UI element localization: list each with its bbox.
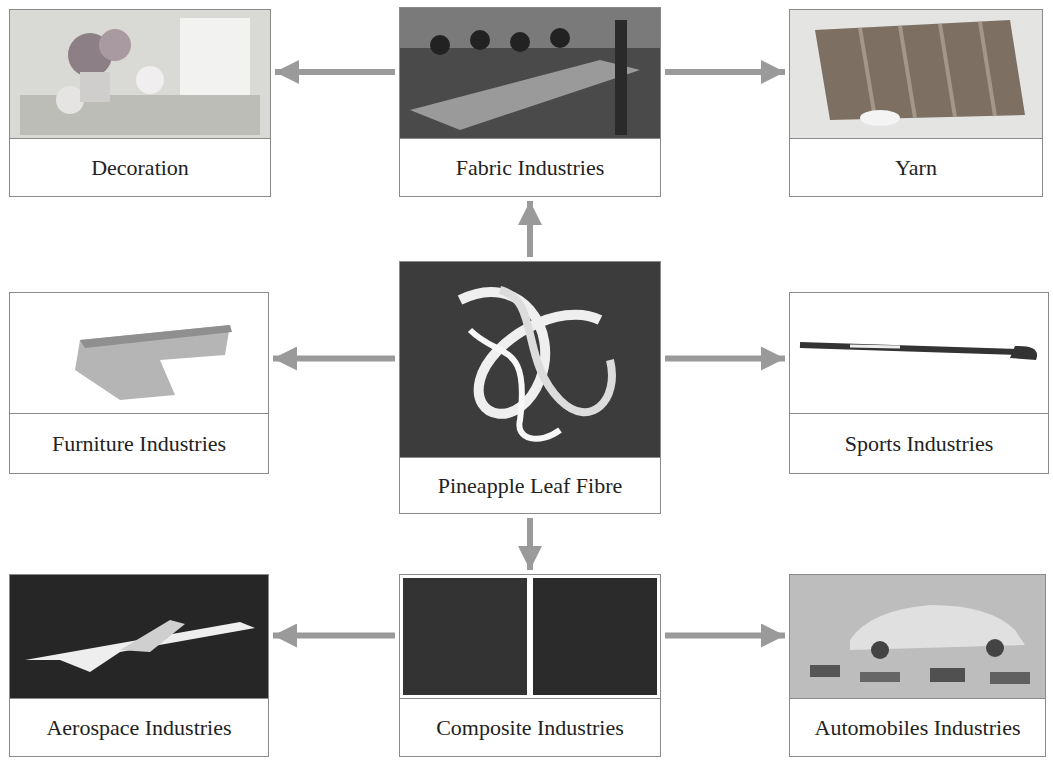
fibre — [500, 290, 612, 412]
fibre — [470, 330, 560, 439]
label-box: Composite Industries — [400, 698, 660, 756]
node-label: Aerospace Industries — [46, 715, 231, 740]
label-box: Yarn — [790, 138, 1042, 196]
composite-panel — [403, 578, 527, 695]
cloth — [815, 20, 1025, 120]
photo-ground — [10, 10, 270, 138]
car-part — [810, 665, 840, 677]
photo-ground — [790, 293, 1048, 413]
vase — [80, 72, 110, 102]
furniture-photo — [10, 293, 268, 413]
photo-ground — [400, 575, 660, 698]
node-label: Sports Industries — [845, 431, 994, 456]
worker — [430, 35, 450, 55]
stripe — [980, 22, 995, 116]
flower-basket — [56, 86, 84, 114]
wheel — [871, 641, 889, 659]
industry-box: Yarn — [789, 9, 1043, 197]
photo-ground — [400, 262, 660, 457]
arrow-connector — [665, 69, 785, 75]
post — [615, 20, 627, 135]
fibre-photo — [400, 262, 660, 457]
composite-panel — [533, 578, 657, 695]
label-box: Pineapple Leaf Fibre — [400, 457, 660, 513]
node-label: Yarn — [895, 155, 937, 180]
node-label: Automobiles Industries — [815, 715, 1021, 740]
photo-frame — [400, 575, 660, 698]
composite-photo — [400, 575, 660, 698]
arrow-connector — [665, 356, 785, 362]
photo-frame — [10, 575, 268, 698]
photo-ground — [10, 575, 268, 698]
loom — [410, 60, 640, 130]
node-label: Decoration — [91, 155, 189, 180]
label-box: Fabric Industries — [400, 138, 660, 196]
industry-box: Pineapple Leaf Fibre — [399, 261, 661, 514]
chair-edge — [80, 325, 232, 348]
sports-photo — [790, 293, 1048, 413]
fabric-photo — [400, 8, 660, 138]
label-box: Sports Industries — [790, 413, 1048, 473]
worker — [470, 30, 490, 50]
stick-band — [850, 346, 900, 347]
worker — [510, 32, 530, 52]
photo-frame — [790, 10, 1042, 138]
label-box: Automobiles Industries — [790, 698, 1045, 756]
table — [20, 95, 260, 135]
label-box: Aerospace Industries — [10, 698, 268, 756]
node-label: Composite Industries — [436, 715, 624, 740]
car-part — [930, 668, 965, 682]
node-label: Pineapple Leaf Fibre — [438, 473, 623, 498]
label-box: Decoration — [10, 138, 270, 196]
jet-wing — [120, 620, 185, 652]
fibre — [460, 292, 600, 414]
arrow-connector — [665, 633, 785, 639]
flower-bunch — [136, 66, 164, 94]
industry-box: Decoration — [9, 9, 271, 197]
stripe — [900, 26, 915, 118]
industry-box: Aerospace Industries — [9, 574, 269, 757]
photo-ground — [400, 8, 660, 138]
car-part — [990, 672, 1030, 684]
window — [180, 18, 250, 98]
bowl — [860, 110, 900, 126]
industry-box: Composite Industries — [399, 574, 661, 757]
industry-box: Fabric Industries — [399, 7, 661, 197]
node-label: Fabric Industries — [456, 155, 604, 180]
yarn-photo — [790, 10, 1042, 138]
stripe — [860, 28, 875, 118]
photo-frame — [400, 8, 660, 138]
photo-ground — [10, 293, 268, 413]
worker — [550, 28, 570, 48]
photo-frame — [400, 262, 660, 457]
wheel — [986, 639, 1004, 657]
photo-frame — [790, 293, 1048, 413]
industry-box: Automobiles Industries — [789, 574, 1046, 757]
flower-bunch — [99, 29, 131, 61]
arrow-connector — [273, 356, 395, 362]
automobile-photo — [790, 575, 1045, 698]
arrow-connector — [527, 518, 533, 570]
car-part — [860, 672, 900, 682]
label-box: Furniture Industries — [10, 413, 268, 473]
photo-ground — [790, 575, 1045, 698]
aerospace-photo — [10, 575, 268, 698]
arrow-connector — [275, 69, 395, 75]
decoration-photo — [10, 10, 270, 138]
arrow-connector — [273, 633, 395, 639]
photo-frame — [790, 575, 1045, 698]
arrow-connector — [527, 201, 533, 257]
hockey-stick — [800, 345, 1020, 352]
stick-blade — [1010, 346, 1037, 360]
photo-ground — [790, 10, 1042, 138]
stripe — [940, 24, 955, 117]
photo-frame — [10, 10, 270, 138]
industry-box: Sports Industries — [789, 292, 1049, 474]
industry-box: Furniture Industries — [9, 292, 269, 474]
photo-frame — [10, 293, 268, 413]
node-label: Furniture Industries — [52, 431, 226, 456]
